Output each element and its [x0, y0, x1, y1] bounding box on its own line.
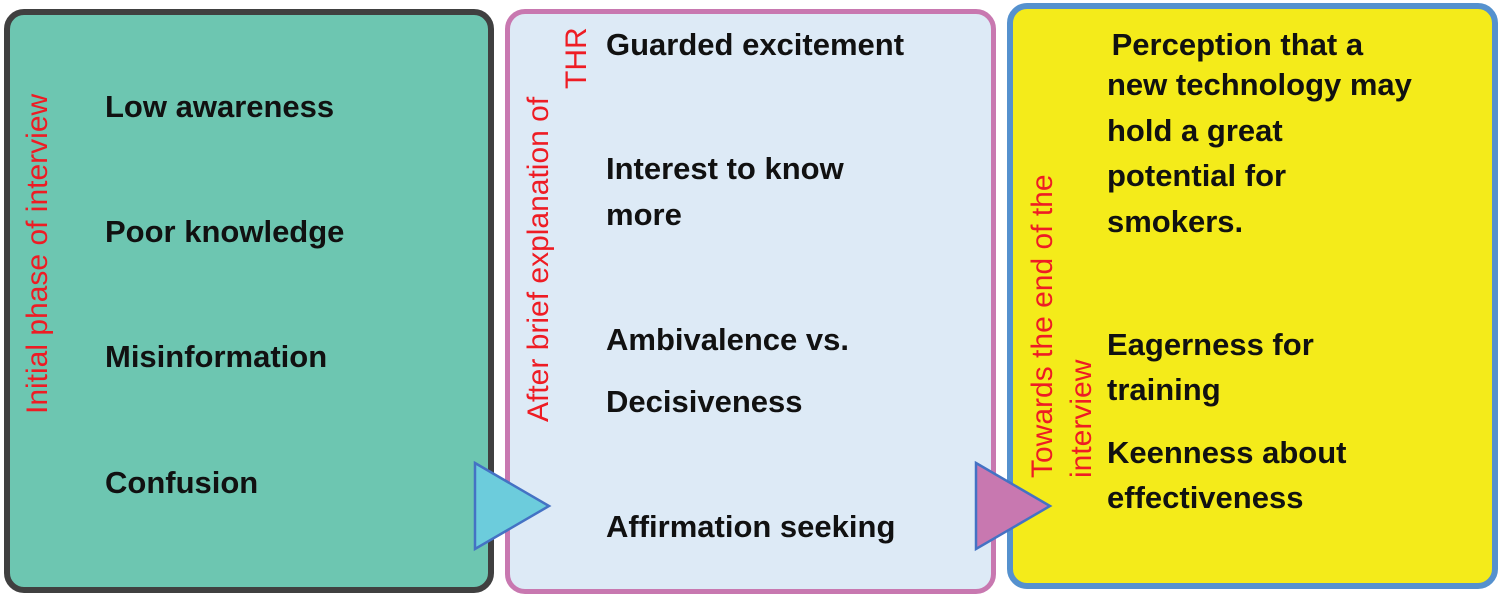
stage-item: more	[606, 197, 682, 232]
stage-item: Ambivalence vs.	[606, 322, 849, 357]
stage-after-explanation	[505, 9, 996, 594]
stage-initial-phase	[4, 9, 494, 593]
stage-item: training	[1107, 372, 1221, 407]
stage-item: Perception that a	[1103, 27, 1364, 62]
stage-item: potential for	[1107, 158, 1287, 193]
stage-item: Guarded excitement	[606, 27, 905, 62]
stage-item: effectiveness	[1107, 480, 1304, 515]
stage-item: Decisiveness	[606, 384, 803, 419]
stage-item: hold a great	[1107, 113, 1283, 148]
stage-item: new technology may	[1107, 67, 1412, 102]
stage-end-of-interview	[1007, 3, 1498, 589]
stage-item: Eagerness for	[1107, 327, 1314, 362]
right-triangle-arrow-icon	[473, 460, 552, 552]
stage-item: Poor knowledge	[105, 214, 345, 249]
stage-item: Affirmation seeking	[606, 509, 896, 544]
stage-item: Low awareness	[105, 89, 335, 124]
stage-item: Interest to know	[606, 151, 844, 186]
stage-item: Misinformation	[105, 339, 328, 374]
stage-item: Confusion	[105, 465, 259, 500]
stage-item: Keenness about	[1107, 435, 1347, 470]
stage-item: smokers.	[1107, 204, 1244, 239]
right-triangle-arrow-icon	[974, 460, 1053, 552]
